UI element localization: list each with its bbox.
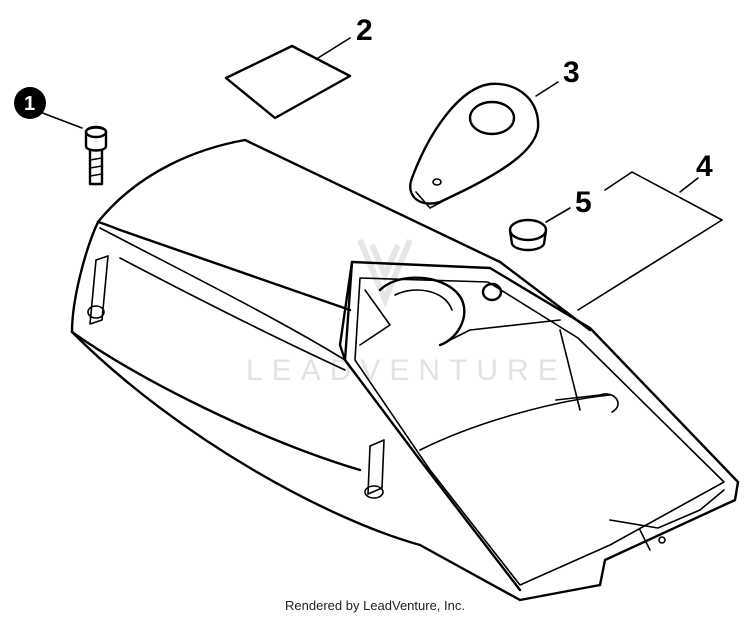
watermark-text: LEADVENTURE [246, 354, 567, 387]
sheet-part [577, 171, 723, 311]
callout-4-number: 4 [696, 150, 713, 183]
plate-part [409, 81, 559, 209]
callout-5-number: 5 [575, 186, 592, 219]
watermark: LEADVENTURE [246, 238, 567, 387]
screw-part [39, 111, 108, 186]
callout-1: 1 [14, 87, 46, 119]
plug-part [508, 207, 571, 252]
footer-credit: Rendered by LeadVenture, Inc. [285, 598, 465, 613]
callout-3-number: 3 [563, 56, 580, 89]
callout-2-number: 2 [356, 14, 373, 47]
label-part [224, 37, 352, 120]
housing-cover [70, 138, 740, 602]
callout-1-number: 1 [24, 93, 35, 115]
callout-badge-icon [14, 87, 46, 119]
